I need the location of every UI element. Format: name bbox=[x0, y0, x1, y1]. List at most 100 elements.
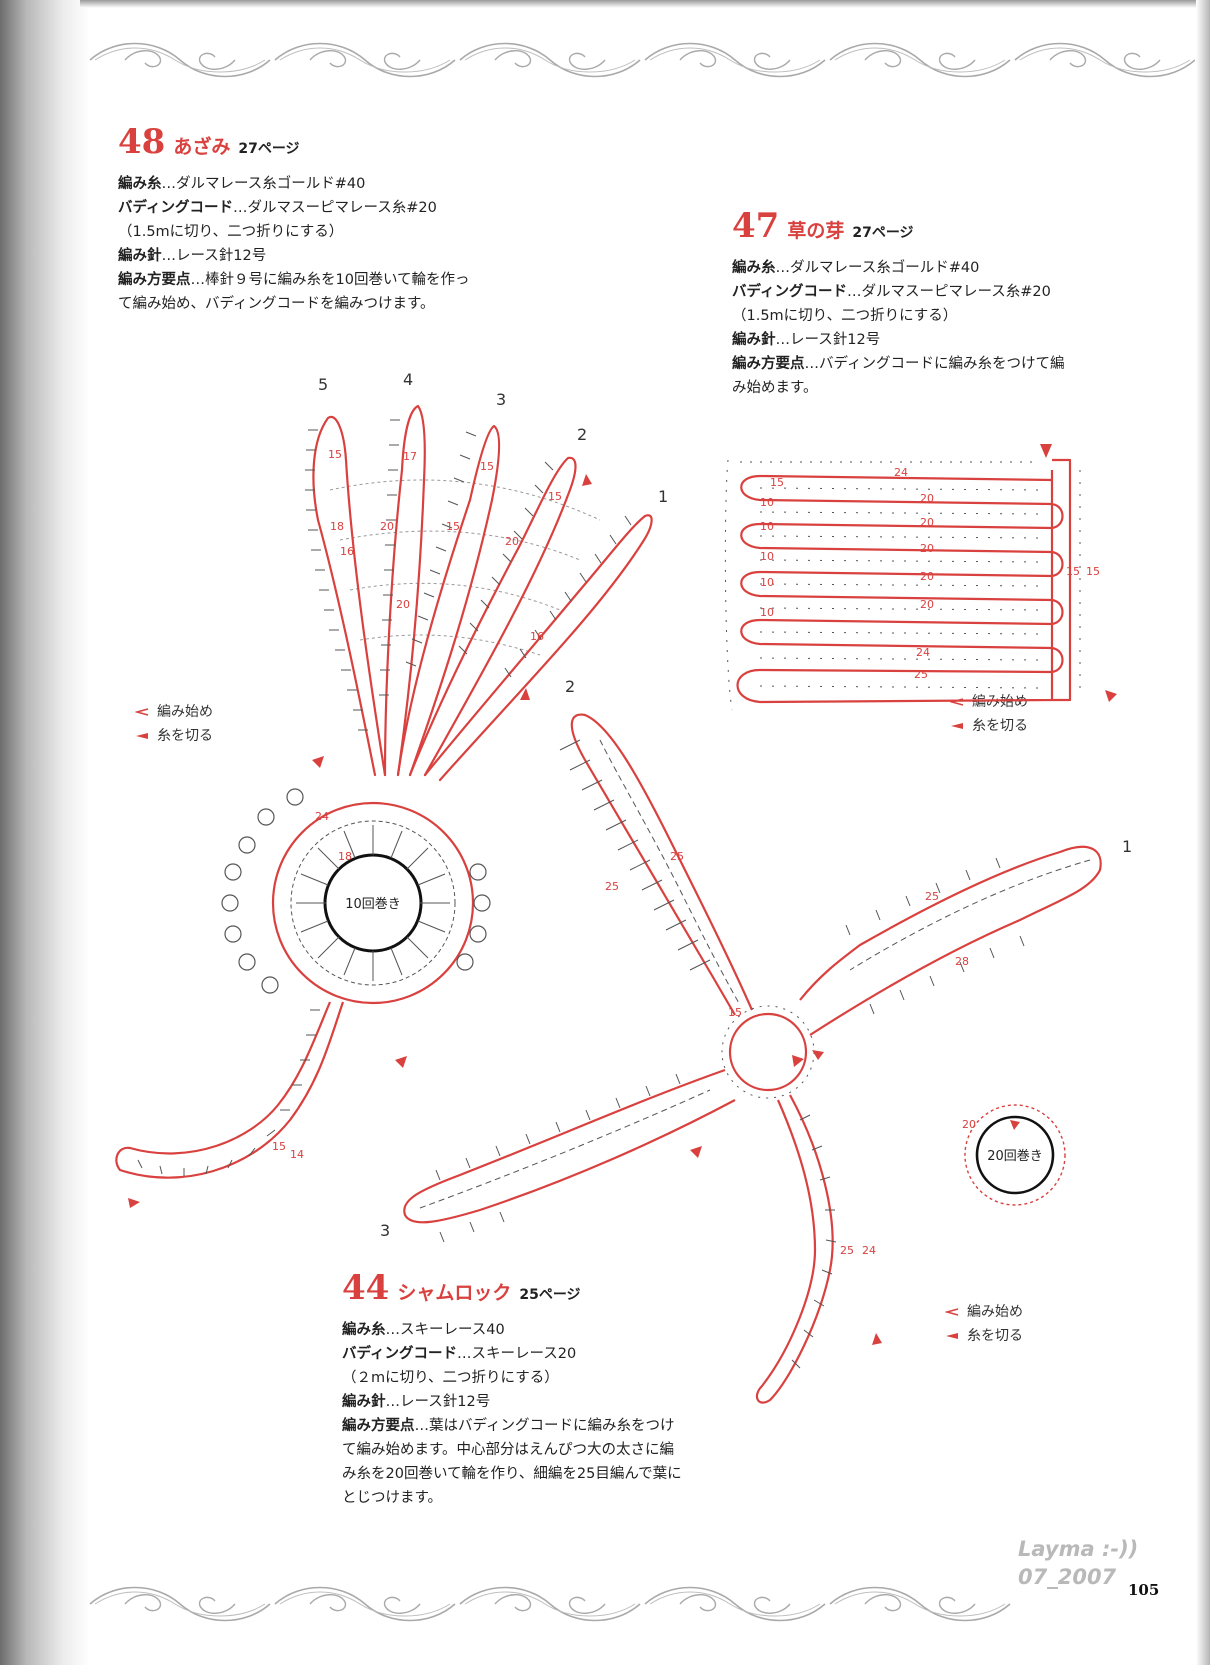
line-key: 編み針 bbox=[118, 248, 162, 264]
sprout-count-16: 15 bbox=[1086, 565, 1100, 578]
thistle-petal-number-1: 1 bbox=[658, 487, 668, 506]
sprout-count-11: 10 bbox=[760, 606, 774, 619]
legend-cut-row: 糸を切る bbox=[135, 724, 213, 748]
shamrock-leaf-3-stitches bbox=[435, 1073, 681, 1243]
line-value: （２mに切り、二つ折りにする） bbox=[342, 1370, 559, 1386]
thistle-petals bbox=[312, 404, 653, 782]
page-top-edge bbox=[80, 0, 1210, 8]
pattern48-name: あざみ bbox=[173, 136, 231, 158]
thistle-stem bbox=[115, 1001, 345, 1179]
legend-48: 編み始め 糸を切る bbox=[135, 700, 213, 748]
page-gutter-shadow bbox=[0, 0, 90, 1665]
method-key: 編み方要点 bbox=[342, 1418, 415, 1434]
shamrock-ring-outer bbox=[964, 1104, 1066, 1206]
shamrock-leaf-1-stitches bbox=[845, 857, 1025, 1015]
pattern44-line-3: （２mに切り、二つ折りにする） bbox=[342, 1366, 687, 1390]
arrow-filled-icon bbox=[136, 733, 148, 739]
sprout-count-13: 24 bbox=[916, 646, 930, 659]
thistle-petal-number-2: 2 bbox=[577, 425, 587, 444]
pattern48-line-4: 編み針…レース針12号 bbox=[118, 244, 478, 268]
sprout-count-10: 20 bbox=[920, 570, 934, 583]
pattern44-page-ref: 25ページ bbox=[519, 1287, 581, 1303]
legend-cut-label: 糸を切る bbox=[967, 1328, 1023, 1344]
method-value: …バディングコードに編み糸をつけて編み始めます。 bbox=[732, 356, 1065, 396]
pattern48-block: 48 あざみ 27ページ 編み糸…ダルマレース糸ゴールド#40 バディングコード… bbox=[118, 122, 478, 316]
sprout-count-9: 10 bbox=[760, 576, 774, 589]
sprout-cord bbox=[736, 458, 1072, 704]
arrow-filled-icon bbox=[946, 1333, 958, 1339]
method-value: …棒針９号に編み糸を10回巻いて輪を作って編み始め、バディングコードを編みつけま… bbox=[118, 272, 470, 312]
thistle-petal-2 bbox=[408, 456, 577, 777]
legend-cut-label: 糸を切る bbox=[972, 718, 1028, 734]
legend-start-label: 編み始め bbox=[157, 704, 213, 720]
line-value: …レース針12号 bbox=[775, 332, 881, 348]
pattern47-line-2: バディングコード…ダルマスーピマレース糸#20 bbox=[732, 280, 1092, 304]
pattern44-heading: 44 シャムロック 25ページ bbox=[342, 1268, 687, 1308]
thistle-petal-4 bbox=[383, 404, 426, 777]
line-key: 編み針 bbox=[342, 1394, 386, 1410]
shamrock-count-3: 25 bbox=[925, 890, 939, 903]
thistle-center-spokes bbox=[296, 825, 450, 981]
sprout-count-4: 20 bbox=[920, 492, 934, 505]
sprout-stitches bbox=[724, 459, 1081, 711]
shamrock-count-2: 25 bbox=[605, 880, 619, 893]
shamrock-ring-count: 20 bbox=[962, 1118, 976, 1131]
arrow-open-icon bbox=[945, 1308, 959, 1316]
diagram-44-shamrock: 2 1 3 15 25 25 25 28 25 24 20回巻き 20 bbox=[380, 677, 1132, 1404]
legend-start-row: 編み始め bbox=[135, 700, 213, 724]
shamrock-leaf-1 bbox=[799, 845, 1102, 1036]
thistle-petal-1 bbox=[423, 514, 653, 782]
thistle-count-5: 17 bbox=[403, 450, 417, 463]
legend-start-label: 編み始め bbox=[967, 1304, 1023, 1320]
shamrock-center-count: 15 bbox=[728, 1006, 742, 1019]
thistle-mid-ring bbox=[290, 820, 456, 986]
legend-cut-label: 糸を切る bbox=[157, 728, 213, 744]
shamrock-direction-arrows bbox=[690, 1050, 1020, 1345]
shamrock-leaf-3-chain bbox=[419, 1089, 711, 1209]
shamrock-leaf-2-chain bbox=[599, 739, 741, 1006]
legend-44: 編み始め 糸を切る bbox=[945, 1300, 1023, 1348]
sprout-count-2: 15 bbox=[770, 476, 784, 489]
watermark-line-2: 07_2007 bbox=[1018, 1565, 1117, 1589]
sprout-count-14: 25 bbox=[914, 668, 928, 681]
thistle-stem-stitches bbox=[137, 1009, 320, 1176]
line-key: 編み糸 bbox=[118, 176, 162, 192]
thistle-direction-arrows bbox=[128, 474, 592, 1208]
thistle-count-14: 15 bbox=[272, 1140, 286, 1153]
thistle-count-6: 20 bbox=[380, 520, 394, 533]
pattern48-page-ref: 27ページ bbox=[238, 141, 300, 157]
pattern44-name: シャムロック bbox=[397, 1282, 512, 1304]
sprout-count-1: 24 bbox=[894, 466, 908, 479]
diagram-48-thistle: 5 4 3 2 1 15 18 16 20 17 20 15 15 15 20 … bbox=[115, 370, 668, 1208]
pattern47-method: 編み方要点…バディングコードに編み糸をつけて編み始めます。 bbox=[732, 352, 1077, 400]
line-key: バディングコード bbox=[732, 284, 847, 300]
sprout-end-arrow bbox=[1105, 690, 1117, 702]
sprout-count-15: 15 bbox=[1066, 565, 1080, 578]
sprout-count-3: 10 bbox=[760, 496, 774, 509]
thistle-petal-number-5: 5 bbox=[318, 375, 328, 394]
pattern47-line-1: 編み糸…ダルマレース糸ゴールド#40 bbox=[732, 256, 1092, 280]
thistle-guide-arcs bbox=[329, 479, 601, 656]
thistle-count-3: 16 bbox=[340, 545, 354, 558]
pattern48-line-2: バディングコード…ダルマスーピマレース糸#20 bbox=[118, 196, 478, 220]
arrow-open-icon bbox=[135, 708, 149, 716]
thistle-outer-ring bbox=[271, 801, 475, 1005]
shamrock-leaf-number-3: 3 bbox=[380, 1221, 390, 1240]
sprout-count-7: 10 bbox=[760, 550, 774, 563]
pattern48-line-1: 編み糸…ダルマレース糸ゴールド#40 bbox=[118, 172, 478, 196]
line-value: …ダルマスーピマレース糸#20 bbox=[846, 284, 1051, 300]
shamrock-stem bbox=[755, 1094, 834, 1404]
legend-cut-row: 糸を切る bbox=[945, 1324, 1023, 1348]
shamrock-ring bbox=[975, 1115, 1055, 1195]
line-key: 編み針 bbox=[732, 332, 776, 348]
sprout-count-12: 20 bbox=[920, 598, 934, 611]
shamrock-center bbox=[728, 1012, 808, 1092]
pattern44-line-1: 編み糸…スキーレース40 bbox=[342, 1318, 687, 1342]
pattern48-line-3: （1.5mに切り、二つ折りにする） bbox=[118, 220, 478, 244]
line-key: 編み糸 bbox=[342, 1322, 386, 1338]
pattern47-number: 47 bbox=[732, 206, 780, 246]
line-key: バディングコード bbox=[118, 200, 233, 216]
line-value: …レース針12号 bbox=[161, 248, 267, 264]
shamrock-count-labels: 25 25 25 28 25 24 bbox=[605, 850, 969, 1257]
